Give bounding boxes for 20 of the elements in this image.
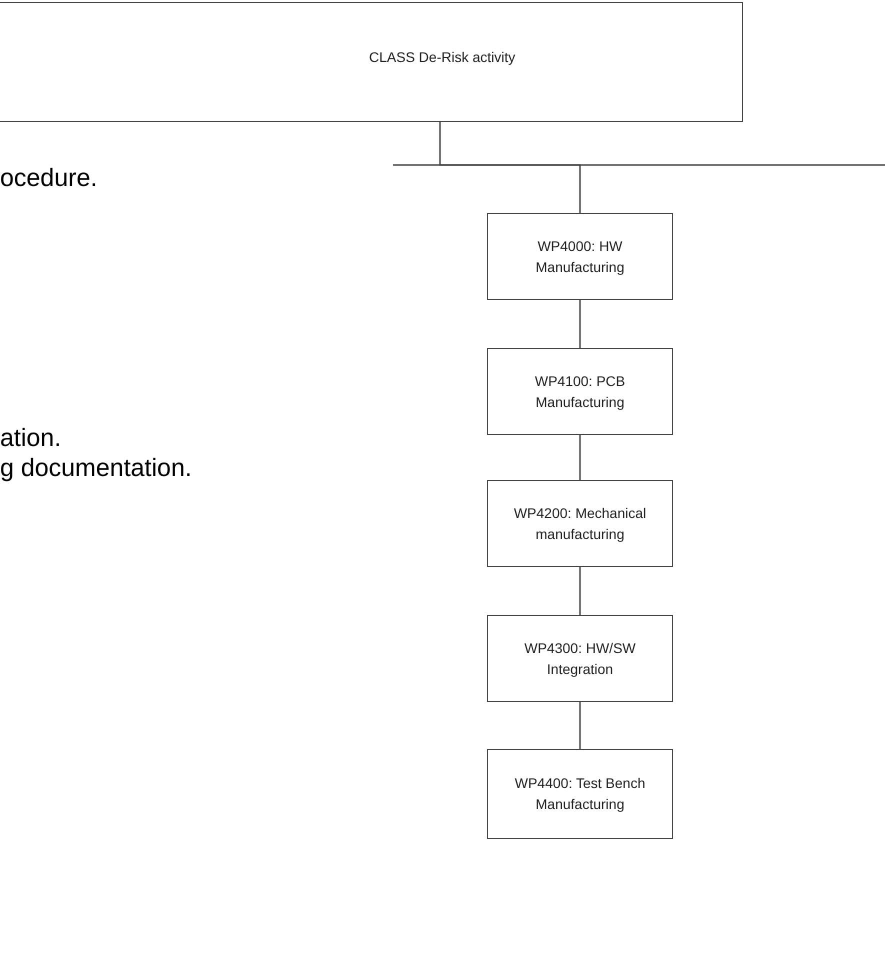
process-box bbox=[0, 2, 743, 122]
box-text: WP4000: HW Manufacturing bbox=[534, 236, 626, 277]
box-text: WP4200: Mechanical manufacturing bbox=[512, 504, 648, 544]
box-text: WP4100: PCB Manufacturing bbox=[534, 372, 626, 412]
text-fragment: ation. bbox=[0, 423, 62, 453]
box-text: WP4300: HW/SW Integration bbox=[523, 638, 637, 679]
process-box bbox=[487, 213, 673, 300]
text-fragment: ocedure. bbox=[0, 163, 98, 193]
box-text: CLASS De-Risk activity bbox=[369, 48, 516, 67]
process-box bbox=[487, 615, 673, 702]
connector-line bbox=[579, 567, 581, 615]
connector-line bbox=[579, 300, 581, 348]
process-box bbox=[487, 348, 673, 435]
connector-line bbox=[579, 702, 581, 749]
connector-line bbox=[579, 435, 581, 480]
process-box bbox=[487, 480, 673, 567]
connector-line bbox=[439, 122, 581, 213]
box-text: WP4400: Test Bench Manufacturing bbox=[514, 774, 646, 814]
process-box bbox=[487, 749, 673, 839]
text-fragment: g documentation. bbox=[0, 453, 192, 483]
